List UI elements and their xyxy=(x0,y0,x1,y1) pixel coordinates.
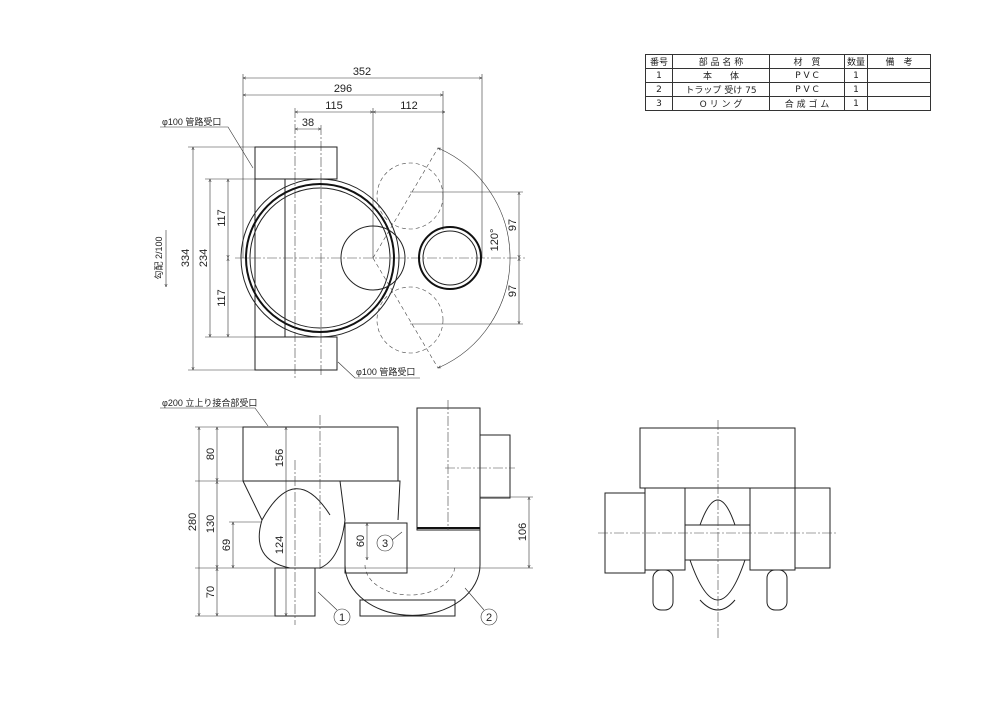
table-row: 3 O リ ン グ 合 成 ゴ ム 1 xyxy=(645,96,932,111)
cell-number: 1 xyxy=(645,68,673,83)
dim-352: 352 xyxy=(353,66,371,78)
dim-234: 234 xyxy=(198,249,210,267)
slope-label: 勾配 2/100 xyxy=(153,236,164,279)
dim-117-bottom: 117 xyxy=(216,289,228,307)
dim-97-top: 97 xyxy=(507,219,519,231)
cell-material: P V C xyxy=(769,68,845,83)
balloon-1: 1 xyxy=(339,612,345,624)
dim-97-bottom: 97 xyxy=(507,285,519,297)
dim-115: 115 xyxy=(325,100,343,112)
label-bottom-inlet: φ100 管路受口 xyxy=(356,366,415,377)
header-number: 番号 xyxy=(645,54,673,69)
balloon-2: 2 xyxy=(486,612,492,624)
cell-quantity: 1 xyxy=(843,96,869,111)
cell-material: 合 成 ゴ ム xyxy=(769,96,845,111)
table-row: 2 トラップ 受け 75 P V C 1 xyxy=(645,82,932,97)
cell-remarks xyxy=(867,68,932,83)
cell-quantity: 1 xyxy=(843,82,869,97)
cell-number: 3 xyxy=(645,96,673,111)
header-quantity: 数量 xyxy=(843,54,869,69)
dim-60: 60 xyxy=(355,535,367,547)
header-part-name: 部 品 名 称 xyxy=(672,54,770,69)
cell-part-name: トラップ 受け 75 xyxy=(672,82,770,97)
cell-part-name: 本 体 xyxy=(672,68,770,83)
cell-remarks xyxy=(867,96,932,111)
header-remarks: 備 考 xyxy=(867,54,932,69)
dim-106: 106 xyxy=(517,523,529,541)
dim-280: 280 xyxy=(187,513,199,531)
parts-table: 番号 部 品 名 称 材 質 数量 備 考 1 本 体 P V C 1 2 トラ… xyxy=(645,54,932,111)
cell-quantity: 1 xyxy=(843,68,869,83)
dim-38: 38 xyxy=(302,117,314,129)
header-material: 材 質 xyxy=(769,54,845,69)
plan-view: 352 296 115 112 38 334 234 117 117 97 97… xyxy=(153,66,525,380)
label-riser-inlet: φ200 立上り接合部受口 xyxy=(162,397,257,408)
dim-296: 296 xyxy=(334,83,352,95)
dim-124: 124 xyxy=(274,536,286,554)
front-view xyxy=(598,420,838,640)
dim-70: 70 xyxy=(205,586,217,598)
dim-angle-120: 120° xyxy=(489,229,501,252)
dim-112: 112 xyxy=(400,100,418,112)
dim-334: 334 xyxy=(180,249,192,267)
cell-material: P V C xyxy=(769,82,845,97)
dim-69: 69 xyxy=(221,539,233,551)
balloon-3: 3 xyxy=(382,538,388,550)
cell-part-name: O リ ン グ xyxy=(672,96,770,111)
cell-number: 2 xyxy=(645,82,673,97)
cell-remarks xyxy=(867,82,932,97)
label-top-inlet: φ100 管路受口 xyxy=(162,116,221,127)
table-header-row: 番号 部 品 名 称 材 質 数量 備 考 xyxy=(645,54,932,69)
dim-156: 156 xyxy=(274,449,286,467)
dim-130: 130 xyxy=(205,515,217,533)
dim-117-top: 117 xyxy=(216,209,228,227)
table-row: 1 本 体 P V C 1 xyxy=(645,68,932,83)
side-view: 280 80 130 70 156 69 124 60 106 φ200 立上り… xyxy=(160,397,533,626)
dim-80: 80 xyxy=(205,448,217,460)
